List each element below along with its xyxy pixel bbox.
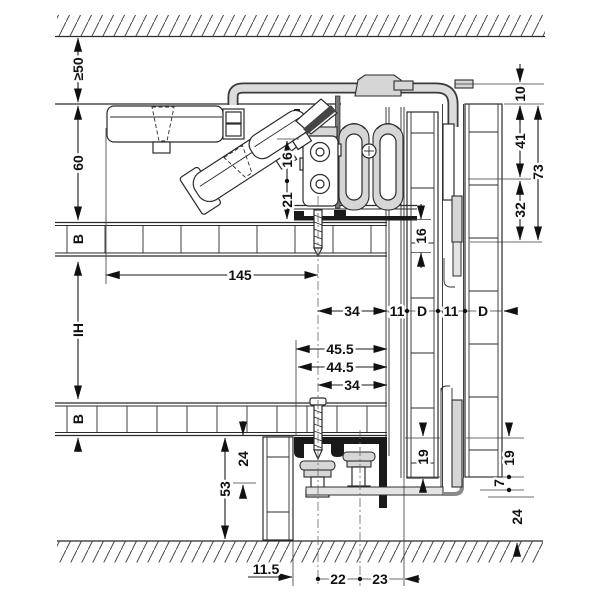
- dim-left-16-21: 16 21: [277, 140, 298, 220]
- dim-suspension-height: 60: [68, 105, 89, 221]
- svg-text:D: D: [478, 303, 488, 319]
- sliding-door-2: [464, 103, 503, 478]
- dim-clearance-top: ≥50: [68, 37, 89, 103]
- bottom-guide-bracket: [305, 385, 464, 496]
- floor-hatch: [57, 540, 543, 563]
- svg-text:44.5: 44.5: [326, 359, 353, 375]
- reference-lines: [105, 83, 544, 586]
- top-shelf-panel: [55, 221, 387, 257]
- dim-floor-24: 24: [509, 509, 525, 525]
- dim-guide-19-right: 19 7 24: [489, 422, 528, 557]
- roller-carriage: [338, 123, 404, 211]
- svg-text:D: D: [417, 303, 427, 319]
- svg-text:11: 11: [390, 303, 405, 319]
- svg-text:41: 41: [512, 133, 528, 149]
- dim-right-10: 10: [510, 64, 531, 124]
- top-running-hardware: [106, 74, 474, 288]
- door2-bottom-glide: [451, 399, 463, 488]
- dim-door-chain: 34 11 D 11 D: [317, 301, 518, 322]
- dim-guide-19-mid: 19: [413, 422, 434, 493]
- svg-text:10: 10: [512, 86, 528, 102]
- lower-front-panel: [262, 436, 294, 541]
- bottom-shelf-panel: [55, 402, 387, 437]
- dim-bottom-22-23: 22 23: [315, 569, 420, 590]
- dimensions: ≥50 60 B IH B 145 16 21 16: [68, 37, 549, 590]
- trigger-catch: [295, 98, 338, 135]
- svg-text:24: 24: [235, 451, 251, 467]
- dim-depth-145: 145: [105, 265, 319, 286]
- svg-text:19: 19: [415, 449, 431, 465]
- dim-right-73: 73: [528, 105, 549, 241]
- svg-text:21: 21: [279, 192, 295, 208]
- svg-text:53: 53: [217, 481, 233, 497]
- bottom-guide-hardware: [294, 385, 464, 508]
- svg-text:145: 145: [228, 267, 252, 283]
- bottom-track-profile: [294, 437, 387, 508]
- door2-hanger: [442, 123, 463, 288]
- svg-text:34: 34: [344, 303, 360, 319]
- dim-shelf-16: 16: [411, 204, 432, 268]
- svg-text:16: 16: [279, 152, 295, 168]
- dim-left-24: 24: [233, 421, 254, 499]
- svg-text:11.5: 11.5: [253, 561, 280, 577]
- svg-text:34: 34: [344, 377, 360, 393]
- dim-mid-34: 34: [317, 375, 388, 396]
- dim-label: ≥50: [70, 57, 86, 80]
- soft-close-damper-horizontal: [106, 105, 245, 154]
- panel-b-bottom-label: B: [70, 414, 86, 424]
- svg-text:73: 73: [530, 164, 546, 180]
- svg-text:IH: IH: [70, 323, 86, 337]
- dim-mid-44-5: 44.5: [297, 357, 388, 378]
- dim-gap-7: 7: [491, 479, 507, 487]
- svg-text:16: 16: [413, 228, 429, 244]
- cabinet-structure: [55, 103, 503, 541]
- sliding-door-1: [406, 111, 439, 479]
- svg-text:23: 23: [372, 571, 388, 587]
- svg-text:45.5: 45.5: [326, 341, 353, 357]
- dim-right-41: 41: [510, 105, 531, 178]
- dim-mid-45-5: 45.5: [295, 339, 388, 360]
- svg-text:60: 60: [70, 155, 86, 171]
- svg-text:19: 19: [501, 450, 517, 466]
- svg-text:22: 22: [330, 571, 346, 587]
- dim-bottom-11-5: 11.5: [248, 559, 293, 582]
- mounting-plate: [299, 135, 342, 207]
- dim-right-32: 32: [510, 180, 531, 241]
- svg-text:32: 32: [512, 202, 528, 218]
- dim-interior-height: IH: [68, 261, 89, 400]
- suspension-arm: [227, 82, 459, 127]
- panel-b-top-label: B: [70, 234, 86, 244]
- svg-text:11: 11: [444, 303, 459, 319]
- dim-left-53: 53: [215, 437, 236, 540]
- ceiling-hatch: [55, 15, 545, 38]
